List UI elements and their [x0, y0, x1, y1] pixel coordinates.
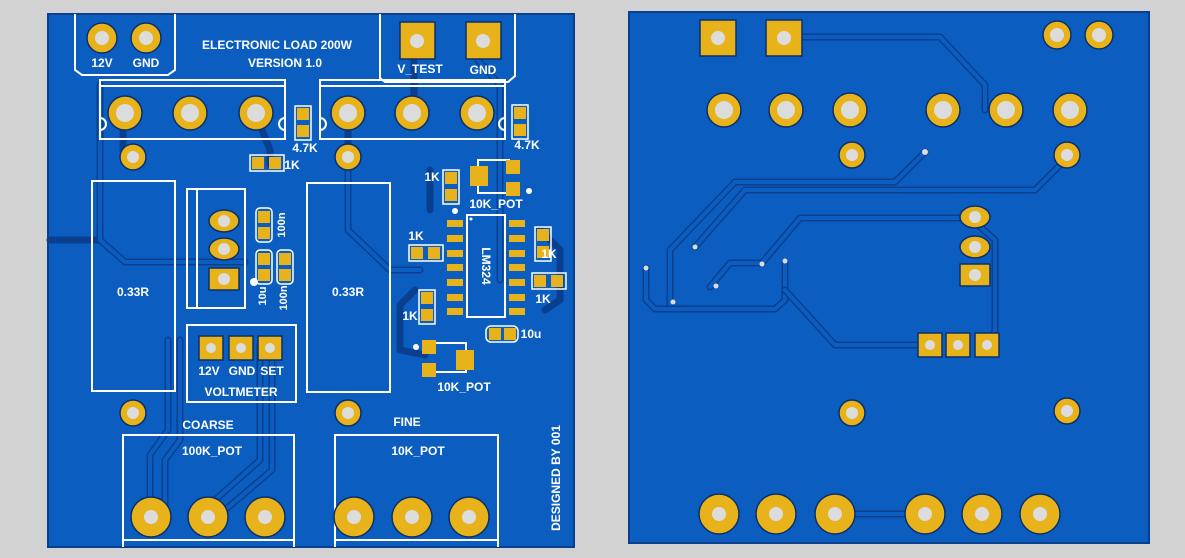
- designer-credit: DESIGNED BY 001: [549, 425, 563, 531]
- label-1k-d: 1K: [541, 247, 557, 261]
- label-v-test: V_TEST: [397, 62, 443, 76]
- back-traces: [642, 33, 1064, 518]
- ic-pins-right: [509, 220, 525, 315]
- label-4-7k-right: 4.7K: [514, 138, 540, 152]
- label-1k-a: 1K: [284, 158, 300, 172]
- label-coarse: COARSE: [182, 418, 233, 432]
- label-100n-a: 100n: [276, 212, 288, 237]
- label-voltmeter: VOLTMETER: [204, 385, 277, 399]
- power-connector-outline: [74, 14, 176, 76]
- label-12v: 12V: [91, 56, 112, 70]
- power-resistor-right: 0.33R: [306, 182, 391, 393]
- power-connector: 12V GND: [74, 14, 176, 76]
- front-board-substrate: [47, 13, 575, 548]
- back-board: [628, 11, 1150, 544]
- ic-lm324: LM324: [447, 208, 525, 318]
- label-4-7k-left: 4.7K: [292, 141, 318, 155]
- label-vm-set: SET: [260, 364, 284, 378]
- label-10u-a: 10u: [257, 287, 269, 306]
- back-pads: [698, 19, 1114, 535]
- fine-pot: FINE 10K_POT: [333, 415, 499, 547]
- resistor-1k-c: 1K: [408, 229, 444, 262]
- label-1k-c: 1K: [408, 229, 424, 243]
- label-10k-pot-top: 10K_POT: [469, 197, 523, 211]
- capacitor-100n-b: 100n: [276, 249, 294, 311]
- pad-test-gnd: [465, 21, 502, 60]
- mosfet-1-outline: [99, 79, 286, 140]
- coarse-pot: COARSE 100K_POT: [122, 418, 295, 547]
- resistor-1k-d: 1K: [534, 226, 557, 262]
- capacitor-10u-b: 10u: [485, 325, 542, 343]
- voltmeter-header: 12V GND SET VOLTMETER: [186, 324, 297, 403]
- label-1k-b: 1K: [424, 170, 440, 184]
- label-vm-gnd: GND: [229, 364, 256, 378]
- capacitor-100n-a: 100n: [255, 207, 288, 243]
- board-version: VERSION 1.0: [248, 56, 322, 70]
- label-test-gnd: GND: [470, 63, 497, 77]
- label-1k-f: 1K: [402, 309, 418, 323]
- power-resistor-left: 0.33R: [91, 180, 176, 392]
- label-gnd: GND: [133, 56, 160, 70]
- capacitor-10u-a: 10u: [255, 249, 273, 306]
- mosfet-2: [319, 79, 506, 140]
- resistor-4-7k-left: 4.7K: [292, 105, 318, 155]
- mosfet-1: [99, 79, 286, 140]
- label-fine: FINE: [393, 415, 420, 429]
- label-lm324: LM324: [479, 247, 493, 285]
- label-vm-12v: 12V: [198, 364, 219, 378]
- mosfet-2-outline: [319, 79, 506, 140]
- trimmer-top: 10K_POT: [469, 159, 532, 211]
- ic-pins-left: [447, 220, 463, 315]
- front-board: 12V GND ELECTRONIC LOAD 200W VERSION 1.0…: [46, 13, 575, 548]
- label-10u-b: 10u: [521, 327, 542, 341]
- regulator: [186, 188, 246, 309]
- label-0-33r-left: 0.33R: [117, 285, 149, 299]
- label-0-33r-right: 0.33R: [332, 285, 364, 299]
- back-board-substrate: [628, 11, 1150, 544]
- trimmer-bottom: 10K_POT: [413, 340, 491, 394]
- label-1k-e: 1K: [535, 292, 551, 306]
- through-holes: [119, 143, 362, 427]
- label-100k-pot: 100K_POT: [182, 444, 243, 458]
- label-10k-pot-bottom: 10K_POT: [437, 380, 491, 394]
- resistor-4-7k-right: 4.7K: [511, 104, 540, 152]
- resistor-1k-b: 1K: [424, 169, 460, 205]
- test-connector: V_TEST GND: [379, 14, 516, 83]
- label-fine-10k-pot: 10K_POT: [391, 444, 445, 458]
- board-title: ELECTRONIC LOAD 200W: [202, 38, 353, 52]
- label-100n-b: 100n: [278, 285, 290, 310]
- resistor-1k-f: 1K: [402, 289, 436, 325]
- resistor-1k-a: 1K: [249, 154, 300, 172]
- test-connector-outline: [379, 14, 516, 83]
- resistor-1k-e: 1K: [531, 272, 567, 306]
